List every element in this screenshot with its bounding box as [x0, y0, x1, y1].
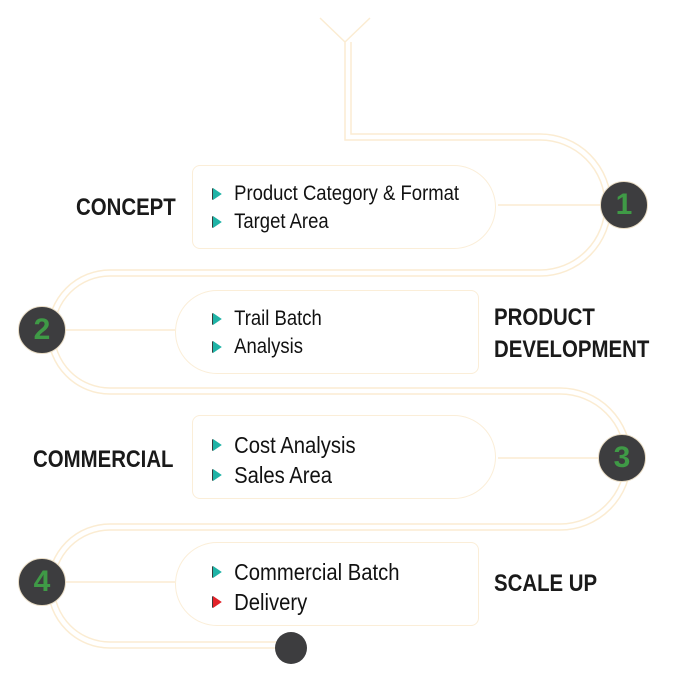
item-text: Sales Area — [234, 462, 333, 488]
item-text: Trail Batch — [234, 307, 322, 330]
bullet-triangle-icon — [213, 596, 222, 608]
stage-2-number: 2 — [18, 306, 66, 354]
bullet-triangle-icon — [213, 188, 222, 200]
stage-4-number: 4 — [18, 558, 66, 606]
item-text: Cost Analysis — [234, 432, 356, 458]
item-text: Analysis — [234, 335, 303, 358]
item-text: Product Category & Format — [234, 182, 460, 205]
stage-1-title: CONCEPT — [76, 194, 176, 221]
stage-4-box: Commercial Batch Delivery — [175, 542, 479, 626]
item-text: Commercial Batch — [234, 559, 400, 585]
stage-3-title: COMMERCIAL — [33, 446, 174, 473]
stage-2-title-line1: PRODUCT — [494, 304, 595, 331]
item-text: Delivery — [234, 589, 308, 615]
item-text: Target Area — [234, 210, 329, 233]
stage-2-box: Trail Batch Analysis — [175, 290, 479, 374]
bullet-triangle-icon — [213, 341, 222, 353]
stage-3-number: 3 — [598, 434, 646, 482]
stage-1-box: Product Category & Format Target Area — [192, 165, 496, 249]
bullet-triangle-icon — [213, 216, 222, 228]
list-item: Commercial Batch — [213, 557, 399, 587]
stage-4-title: SCALE UP — [494, 570, 598, 597]
bullet-triangle-icon — [213, 469, 222, 481]
list-item: Product Category & Format — [213, 180, 459, 208]
list-item: Cost Analysis — [213, 430, 356, 460]
list-item: Analysis — [213, 333, 322, 361]
stage-2-title-line2: DEVELOPMENT — [494, 336, 650, 363]
bullet-triangle-icon — [213, 566, 222, 578]
list-item: Delivery — [213, 587, 399, 617]
list-item: Target Area — [213, 208, 459, 236]
end-dot — [275, 632, 307, 664]
list-item: Sales Area — [213, 460, 356, 490]
bullet-triangle-icon — [213, 313, 222, 325]
bullet-triangle-icon — [213, 439, 222, 451]
stage-1-number: 1 — [600, 181, 648, 229]
list-item: Trail Batch — [213, 305, 322, 333]
stage-3-box: Cost Analysis Sales Area — [192, 415, 496, 499]
